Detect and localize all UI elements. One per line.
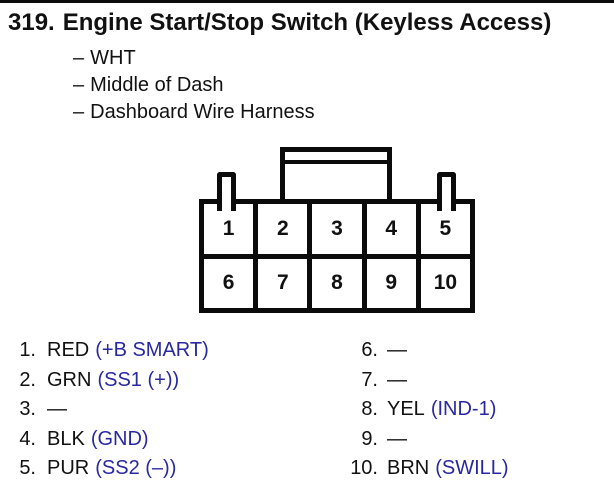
pin-cell-8: 8 [312, 258, 362, 308]
signal-name: (SS1 (+)) [97, 368, 180, 391]
wire-color: — [387, 427, 407, 450]
pin-row-3: 3. — [10, 395, 209, 425]
page-title: Engine Start/Stop Switch (Keyless Access… [62, 9, 552, 36]
detail-list: – WHT – Middle of Dash – Dashboard Wire … [73, 45, 315, 126]
signal-name: (+B SMART) [95, 339, 209, 361]
pin-number: 4. [19, 427, 36, 450]
pin-row-8: 8. YEL (IND-1) [345, 395, 509, 425]
pin-list-right: 6. — 7. — 8. YEL (IND-1) 9. — 10. BRN (S… [345, 336, 509, 484]
dash-bullet: – [73, 101, 85, 123]
pin-cell-6: 6 [204, 258, 254, 308]
pin-cell-3: 3 [312, 204, 362, 254]
wire-color: PUR [47, 457, 90, 479]
pin-list-left: 1. RED (+B SMART) 2. GRN (SS1 (+)) 3. — … [10, 336, 209, 484]
wire-color: — [387, 339, 407, 361]
pin-row-1: 1. RED (+B SMART) [10, 336, 209, 366]
pin-number: 8. [361, 398, 378, 420]
detail-label: Middle of Dash [90, 74, 224, 96]
signal-name: (SWILL) [435, 457, 509, 479]
wire-color: YEL [387, 398, 425, 420]
pin-row-4: 4. BLK (GND) [10, 425, 209, 455]
pin-cell-2: 2 [258, 204, 308, 254]
pin-cell-7: 7 [258, 258, 308, 308]
pin-grid: 1 2 3 4 5 6 7 8 9 10 [204, 204, 470, 308]
wire-color: — [47, 398, 67, 420]
pin-row-9: 9. — [345, 425, 509, 455]
latch-ridge [285, 160, 387, 164]
detail-label: Dashboard Wire Harness [90, 101, 315, 123]
pin-row-10: 10. BRN (SWILL) [345, 454, 509, 484]
pin-row-2: 2. GRN (SS1 (+)) [10, 366, 209, 396]
pin-number: 9. [361, 427, 378, 450]
section-heading: 319. Engine Start/Stop Switch (Keyless A… [8, 9, 551, 37]
pin-number: 7. [361, 368, 378, 391]
pin-number: 1. [19, 339, 36, 361]
wire-color: RED [47, 339, 90, 361]
dash-bullet: – [73, 74, 85, 96]
pin-row-7: 7. — [345, 366, 509, 396]
wire-color: GRN [47, 368, 92, 391]
top-divider [0, 0, 614, 3]
pin-cell-1: 1 [204, 204, 254, 254]
pin-number: 6. [361, 339, 378, 361]
right-guide-notch [437, 172, 456, 211]
signal-name: (GND) [90, 427, 149, 450]
detail-item-color: – WHT [73, 45, 315, 72]
wire-color: — [387, 368, 407, 391]
connector-body: 1 2 3 4 5 6 7 8 9 10 [199, 199, 475, 313]
signal-name: (IND-1) [430, 398, 497, 420]
pin-number: 5. [19, 457, 36, 479]
dash-bullet: – [73, 47, 85, 69]
left-guide-notch [217, 172, 236, 211]
pin-number: 10. [350, 457, 378, 479]
detail-label: WHT [90, 47, 136, 69]
pin-cell-5: 5 [420, 204, 470, 254]
pin-number: 2. [19, 368, 36, 391]
pin-row-5: 5. PUR (SS2 (–)) [10, 454, 209, 484]
pin-row-6: 6. — [345, 336, 509, 366]
detail-item-harness: – Dashboard Wire Harness [73, 99, 315, 126]
pin-cell-9: 9 [366, 258, 416, 308]
pin-cell-4: 4 [366, 204, 416, 254]
detail-item-location: – Middle of Dash [73, 72, 315, 99]
wire-color: BRN [387, 457, 430, 479]
wire-color: BLK [47, 427, 85, 450]
pin-cell-10: 10 [420, 258, 470, 308]
signal-name: (SS2 (–)) [95, 457, 177, 479]
connector-latch-tab [280, 147, 392, 199]
pin-number: 3. [19, 398, 36, 420]
section-number: 319. [8, 9, 55, 36]
